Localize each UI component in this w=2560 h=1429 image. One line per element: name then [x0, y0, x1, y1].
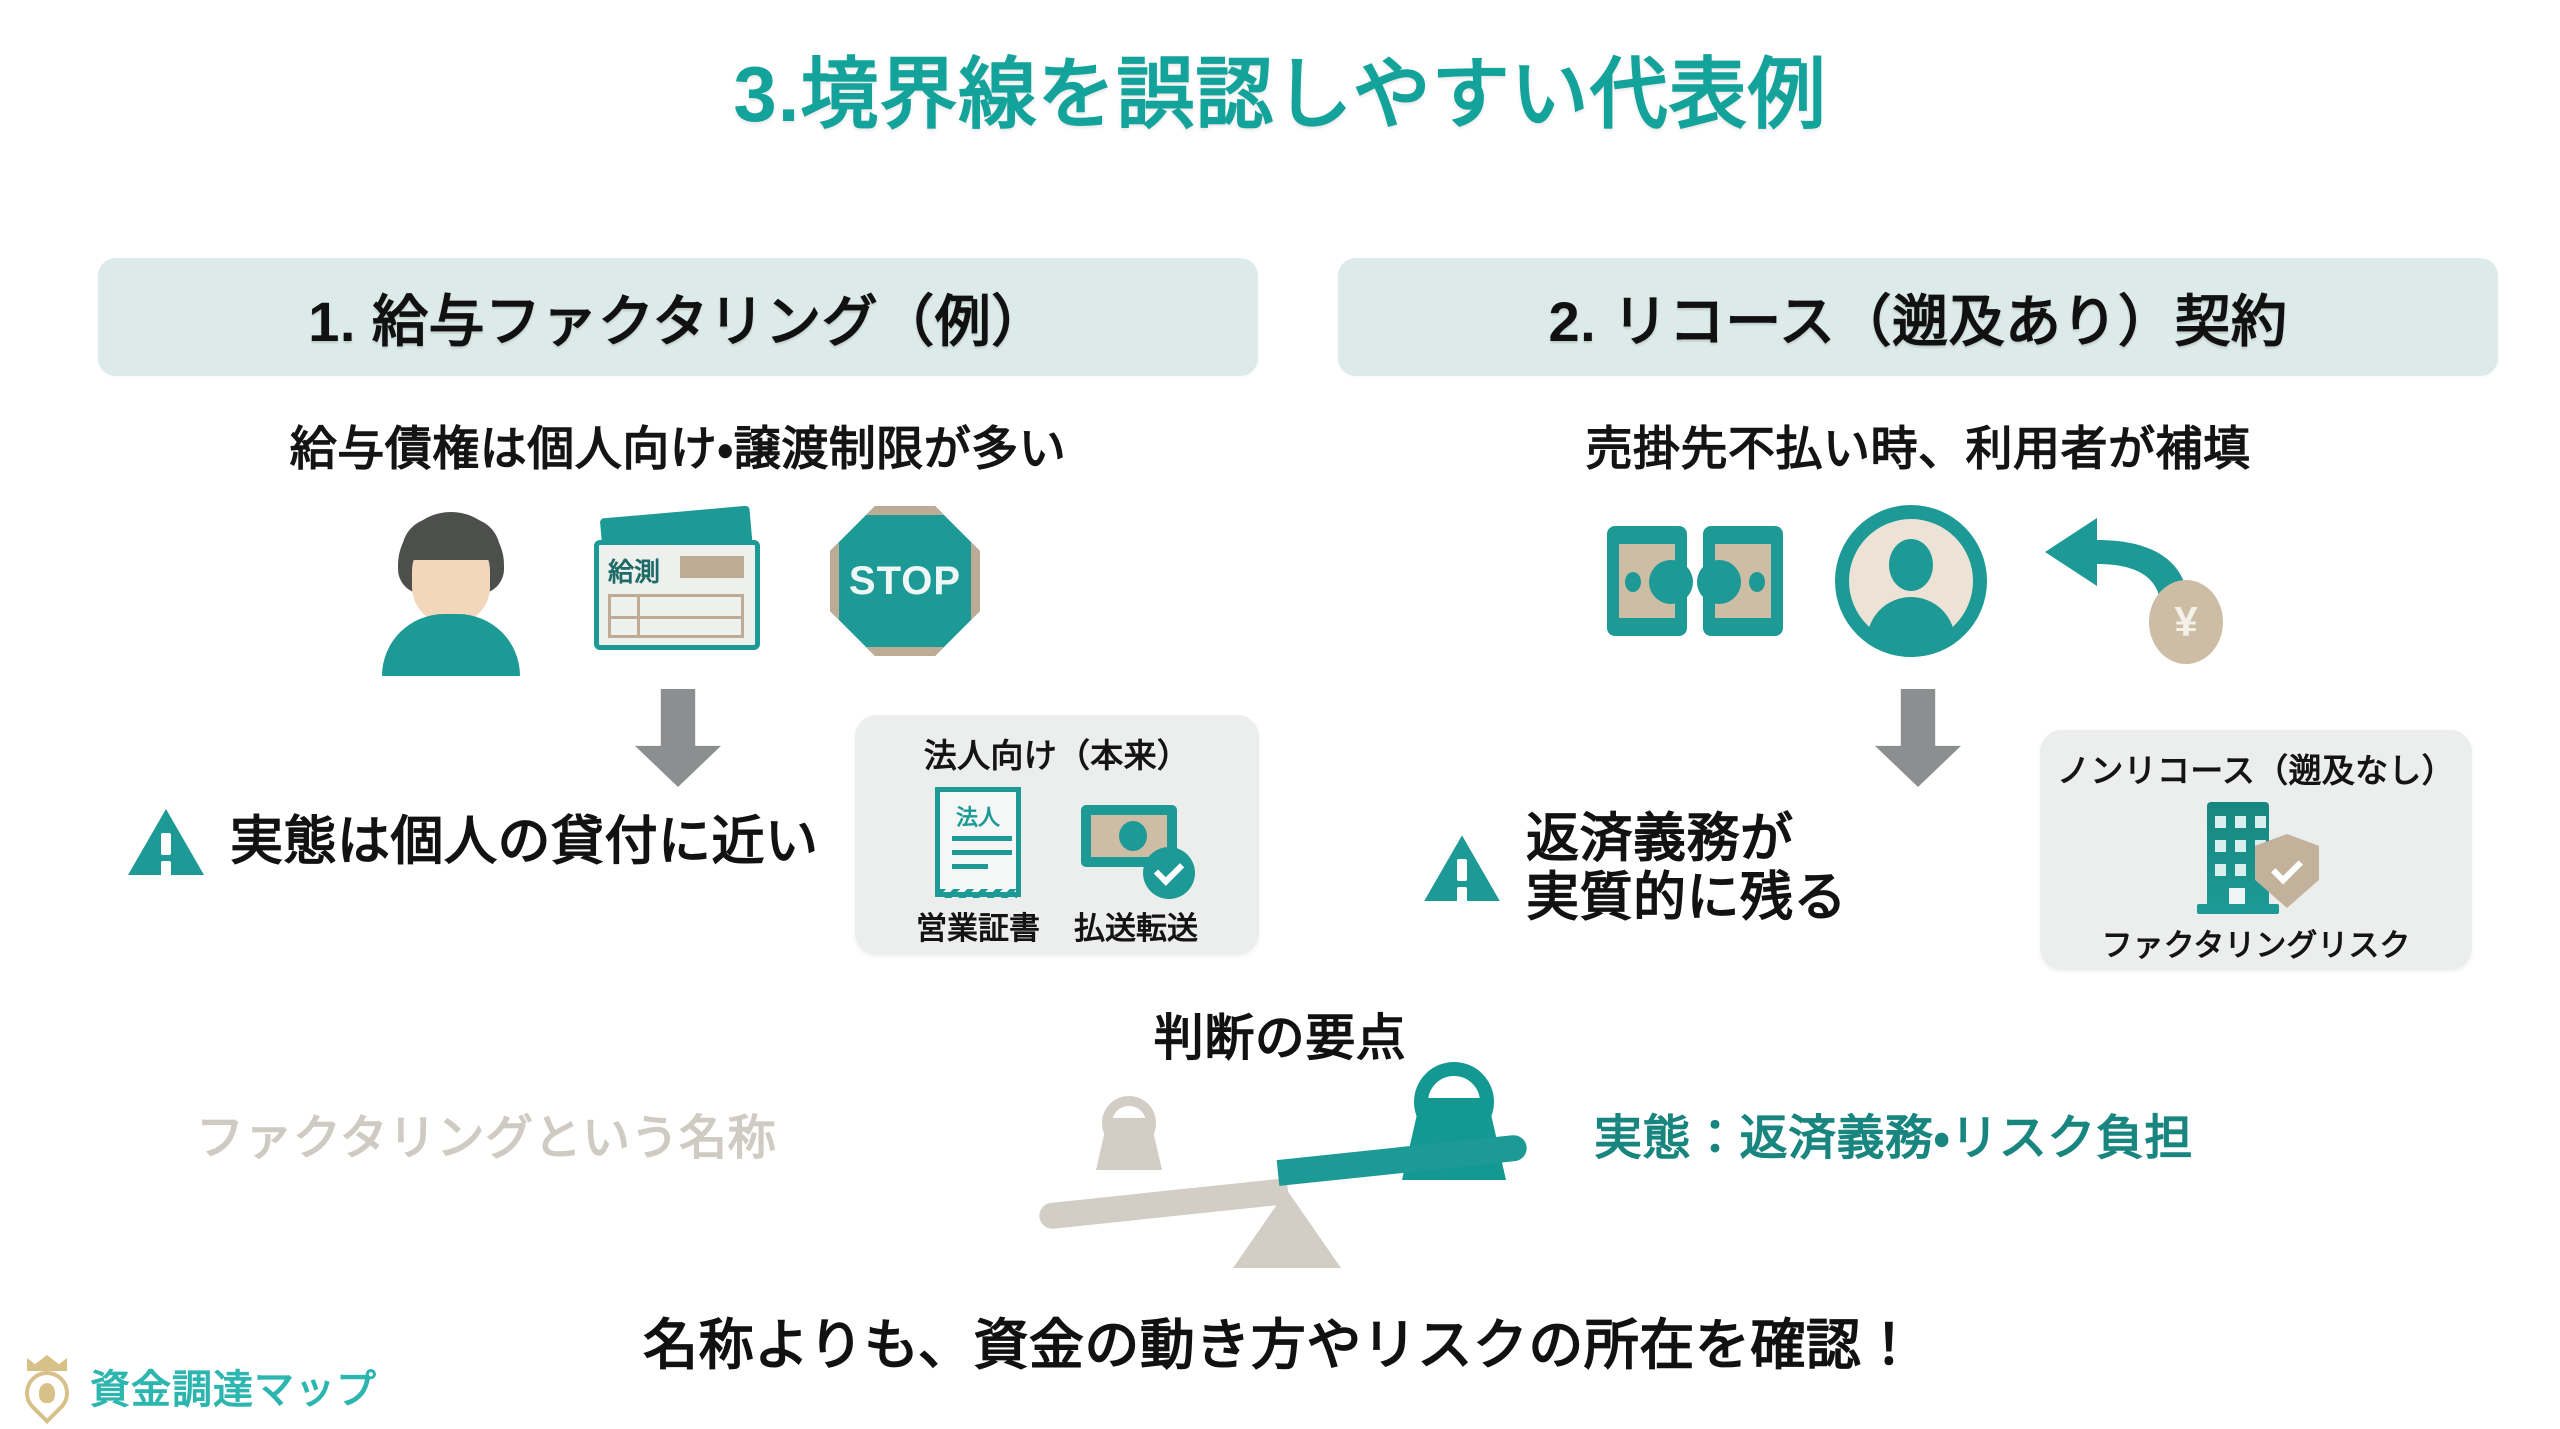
inset-1-item-invoice-label: 営業証書 [916, 911, 1040, 946]
inset-1-item-transfer: 払送転送 [1074, 787, 1198, 948]
column-recourse-contract: 2. リコース（遡及あり）契約 売掛先不払い時、利用者が補填 ¥ [1338, 258, 2498, 928]
person-avatar-icon [376, 506, 526, 676]
yen-coin-icon: ¥ [2149, 580, 2223, 664]
banknote-check-icon [1081, 787, 1195, 899]
card-2-icon-row: ¥ [1338, 501, 2498, 664]
inset-2-body: ファクタリングリスク [2040, 802, 2472, 965]
torn-banknote-icon [1607, 526, 1783, 636]
card-1-icon-row: 給測 STOP [98, 501, 1258, 676]
balance-beam [1038, 1133, 1528, 1231]
card-1-conclusion: 実態は個人の貸付に近い [98, 809, 1258, 875]
inset-1-item-transfer-label: 払送転送 [1074, 911, 1198, 946]
page-title: 3.境界線を誤認しやすい代表例 [733, 50, 1827, 138]
invoice-icon-text: 法人 [955, 805, 1000, 830]
card-banner-1-text: 1. 給与ファクタリング（例） [308, 289, 1048, 353]
down-arrow-icon-1 [635, 689, 721, 787]
check-badge-icon [1143, 847, 1195, 899]
weight-small-icon [1096, 1096, 1162, 1170]
card-2-conclusion-text: 返済義務が 実質的に残る [1526, 809, 1847, 928]
return-arrow-yen-icon: ¥ [2039, 506, 2229, 664]
bottom-message: 名称よりも、資金の動き方やリスクの所在を確認！ [643, 1314, 1917, 1376]
inset-nonrecourse: ノンリコース（遡及なし） ファクタリングリスク [2040, 730, 2472, 970]
footer-logo[interactable]: 資金調達マップ [15, 1355, 377, 1425]
inset-1-body: 法人 営業証書 払送転送 [855, 787, 1259, 948]
warning-triangle-icon-2 [1424, 835, 1500, 902]
column-salary-factoring: 1. 給与ファクタリング（例） 給与債権は個人向け・譲渡制限が多い 給測 STO… [98, 258, 1258, 875]
card-1-subtitle: 給与債権は個人向け・譲渡制限が多い [289, 422, 1067, 475]
invoice-icon: 法人 [935, 787, 1021, 898]
inset-1-title: 法人向け（本来） [923, 737, 1191, 774]
card-2-conclusion: 返済義務が 実質的に残る [1338, 809, 2498, 928]
footer-logo-text: 資金調達マップ [90, 1368, 377, 1412]
balance-right-label: 実態：返済義務・リスク負担 [1594, 1112, 2193, 1165]
inset-2-title: ノンリコース（遡及なし） [2057, 752, 2455, 789]
curved-back-arrow-icon [2045, 518, 2189, 610]
card-1-conclusion-text: 実態は個人の貸付に近い [230, 812, 819, 872]
inset-1-item-invoice: 法人 営業証書 [916, 787, 1040, 948]
card-2-conclusion-line-1: 返済義務が [1526, 809, 1794, 868]
card-banner-2: 2. リコース（遡及あり）契約 [1338, 258, 2498, 376]
balance-scale-graphic [1038, 1062, 1528, 1272]
stop-sign-icon: STOP [830, 506, 980, 656]
card-banner-2-text: 2. リコース（遡及あり）契約 [1548, 289, 2288, 353]
payslip-label: 給測 [608, 557, 661, 587]
balance-section-title: 判断の要点 [1153, 1010, 1407, 1066]
card-2-conclusion-line-2: 実質的に残る [1526, 868, 1847, 928]
building-shield-icon [2191, 802, 2321, 914]
down-arrow-icon-2 [1875, 689, 1961, 787]
location-pin-crown-icon [15, 1355, 79, 1425]
card-banner-1: 1. 給与ファクタリング（例） [98, 258, 1258, 376]
yen-symbol: ¥ [2174, 598, 2198, 645]
stop-sign-label: STOP [848, 558, 962, 603]
inset-2-item-risk: ファクタリングリスク [2101, 802, 2411, 965]
card-2-subtitle: 売掛先不払い時、利用者が補填 [1585, 422, 2251, 475]
payslip-document-icon: 給測 [588, 505, 768, 656]
inset-corporate-original: 法人向け（本来） 法人 営業証書 払送転送 [855, 715, 1259, 955]
balance-left-label: ファクタリングという名称 [196, 1112, 777, 1165]
warning-triangle-icon-1 [128, 809, 204, 875]
user-circle-icon [1835, 505, 1987, 657]
inset-2-item-risk-label: ファクタリングリスク [2101, 928, 2411, 963]
